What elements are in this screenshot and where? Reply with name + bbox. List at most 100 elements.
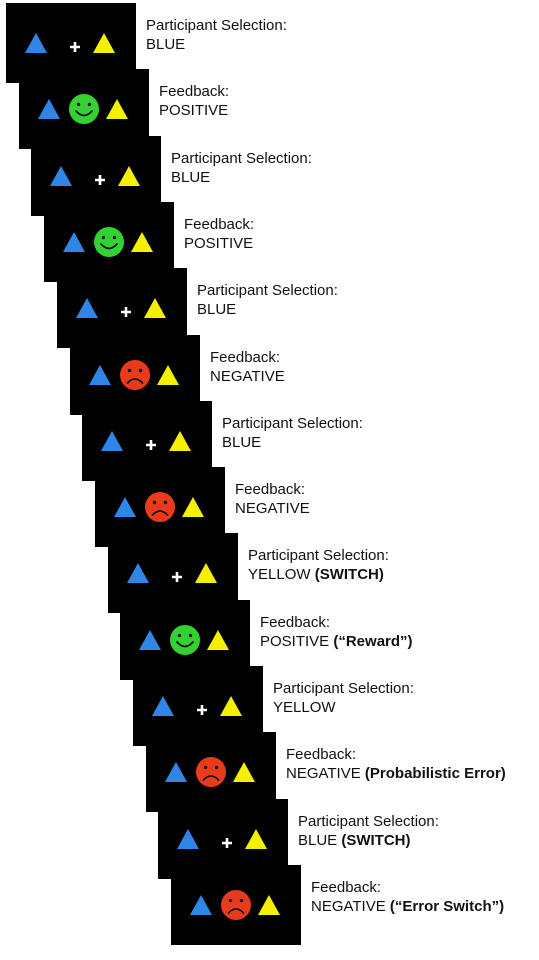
label-title: Participant Selection: xyxy=(146,17,287,34)
selection-label: Participant Selection: BLUE xyxy=(197,281,338,319)
smiley-mouth xyxy=(202,775,220,781)
label-title: Feedback: xyxy=(311,879,382,896)
smiley-face xyxy=(145,492,175,522)
label-value: YELLOW xyxy=(248,566,311,583)
smiley-eye xyxy=(76,102,81,107)
screen-stimuli xyxy=(89,360,179,390)
label-value: BLUE xyxy=(197,301,237,318)
feedback-label: Feedback:NEGATIVE xyxy=(235,480,310,518)
smiley-face xyxy=(120,360,150,390)
fixation-cross-icon xyxy=(95,175,105,185)
smiley-mouth xyxy=(227,908,245,914)
feedback-label: Feedback:NEGATIVE (“Error Switch”) xyxy=(311,878,504,916)
label-title: Feedback: xyxy=(210,349,281,366)
blue-triangle-icon xyxy=(139,630,161,650)
blue-triangle-icon xyxy=(101,431,123,451)
smiley-eye xyxy=(127,368,132,373)
smiley-eye xyxy=(239,898,244,903)
smiley-negative-icon xyxy=(120,360,150,390)
screen-stimuli xyxy=(152,696,242,716)
label-value-line: NEGATIVE (Probabilistic Error) xyxy=(286,764,506,783)
smiley-eye xyxy=(177,633,182,638)
label-value: NEGATIVE xyxy=(286,765,361,782)
label-title: Participant Selection: xyxy=(248,547,389,564)
selection-label: Participant Selection:BLUE (SWITCH) xyxy=(298,812,439,850)
feedback-label: Feedback:POSITIVE (“Reward”) xyxy=(260,613,413,651)
smiley-mouth xyxy=(151,510,169,516)
label-title: Participant Selection: xyxy=(197,282,338,299)
feedback-screen xyxy=(146,732,276,812)
yellow-triangle-icon xyxy=(182,497,204,517)
feedback-label: Feedback:NEGATIVE (Probabilistic Error) xyxy=(286,745,506,783)
feedback-screen xyxy=(171,865,301,945)
smiley-mouth xyxy=(100,243,118,250)
yellow-triangle-icon xyxy=(118,166,140,186)
fixation-cross-icon xyxy=(146,440,156,450)
yellow-triangle-icon xyxy=(233,762,255,782)
smiley-face xyxy=(170,625,200,655)
screen-stimuli xyxy=(190,890,280,920)
feedback-screen xyxy=(19,69,149,149)
smiley-eye xyxy=(214,765,219,770)
blue-triangle-icon xyxy=(89,365,111,385)
label-title: Feedback: xyxy=(235,481,306,498)
label-title: Feedback: xyxy=(184,216,255,233)
selection-screen xyxy=(108,533,238,613)
screen-stimuli xyxy=(101,431,191,451)
smiley-negative-icon xyxy=(221,890,251,920)
label-value: POSITIVE xyxy=(159,102,229,119)
label-value: YELLOW xyxy=(273,699,336,716)
blue-triangle-icon xyxy=(63,232,85,252)
blue-triangle-icon xyxy=(38,99,60,119)
screen-stimuli xyxy=(50,166,140,186)
yellow-triangle-icon xyxy=(195,563,217,583)
screen-stimuli xyxy=(127,563,217,583)
smiley-positive-icon xyxy=(94,227,124,257)
yellow-triangle-icon xyxy=(207,630,229,650)
blue-triangle-icon xyxy=(50,166,72,186)
smiley-face xyxy=(69,94,99,124)
screen-stimuli xyxy=(63,227,153,257)
smiley-face xyxy=(221,890,251,920)
smiley-mouth xyxy=(126,378,144,384)
smiley-positive-icon xyxy=(69,94,99,124)
blue-triangle-icon xyxy=(152,696,174,716)
blue-triangle-icon xyxy=(114,497,136,517)
label-value: BLUE xyxy=(171,169,211,186)
selection-label: Participant Selection:BLUE xyxy=(146,16,287,54)
blue-triangle-icon xyxy=(190,895,212,915)
label-title: Participant Selection: xyxy=(171,150,312,167)
yellow-triangle-icon xyxy=(220,696,242,716)
selection-label: Participant Selection:BLUE xyxy=(222,414,363,452)
screen-stimuli xyxy=(25,33,115,53)
fixation-cross-icon xyxy=(222,838,232,848)
label-value-line: POSITIVE xyxy=(159,101,229,120)
label-value: POSITIVE xyxy=(184,235,254,252)
yellow-triangle-icon xyxy=(93,33,115,53)
label-value-line: POSITIVE (“Reward”) xyxy=(260,632,413,651)
blue-triangle-icon xyxy=(127,563,149,583)
smiley-eye xyxy=(112,235,117,240)
smiley-positive-icon xyxy=(170,625,200,655)
feedback-label: Feedback: POSITIVE xyxy=(159,82,229,120)
smiley-mouth xyxy=(75,110,93,117)
fixation-cross-icon xyxy=(70,42,80,52)
yellow-triangle-icon xyxy=(157,365,179,385)
label-title: Feedback: xyxy=(159,83,230,100)
label-value: BLUE xyxy=(298,832,338,849)
smiley-eye xyxy=(203,765,208,770)
label-value-line: BLUE xyxy=(146,35,287,54)
label-title: Feedback: xyxy=(260,614,331,631)
feedback-label: Feedback: POSITIVE xyxy=(184,215,254,253)
smiley-eye xyxy=(188,633,193,638)
selection-label: Participant Selection: BLUE xyxy=(171,149,312,187)
yellow-triangle-icon xyxy=(258,895,280,915)
smiley-face xyxy=(94,227,124,257)
screen-stimuli xyxy=(139,625,229,655)
label-note: (“Error Switch”) xyxy=(389,898,505,915)
blue-triangle-icon xyxy=(165,762,187,782)
label-value-line: NEGATIVE (“Error Switch”) xyxy=(311,897,504,916)
label-value: NEGATIVE xyxy=(210,368,285,385)
label-value: NEGATIVE xyxy=(311,898,386,915)
label-title: Participant Selection: xyxy=(298,813,439,830)
